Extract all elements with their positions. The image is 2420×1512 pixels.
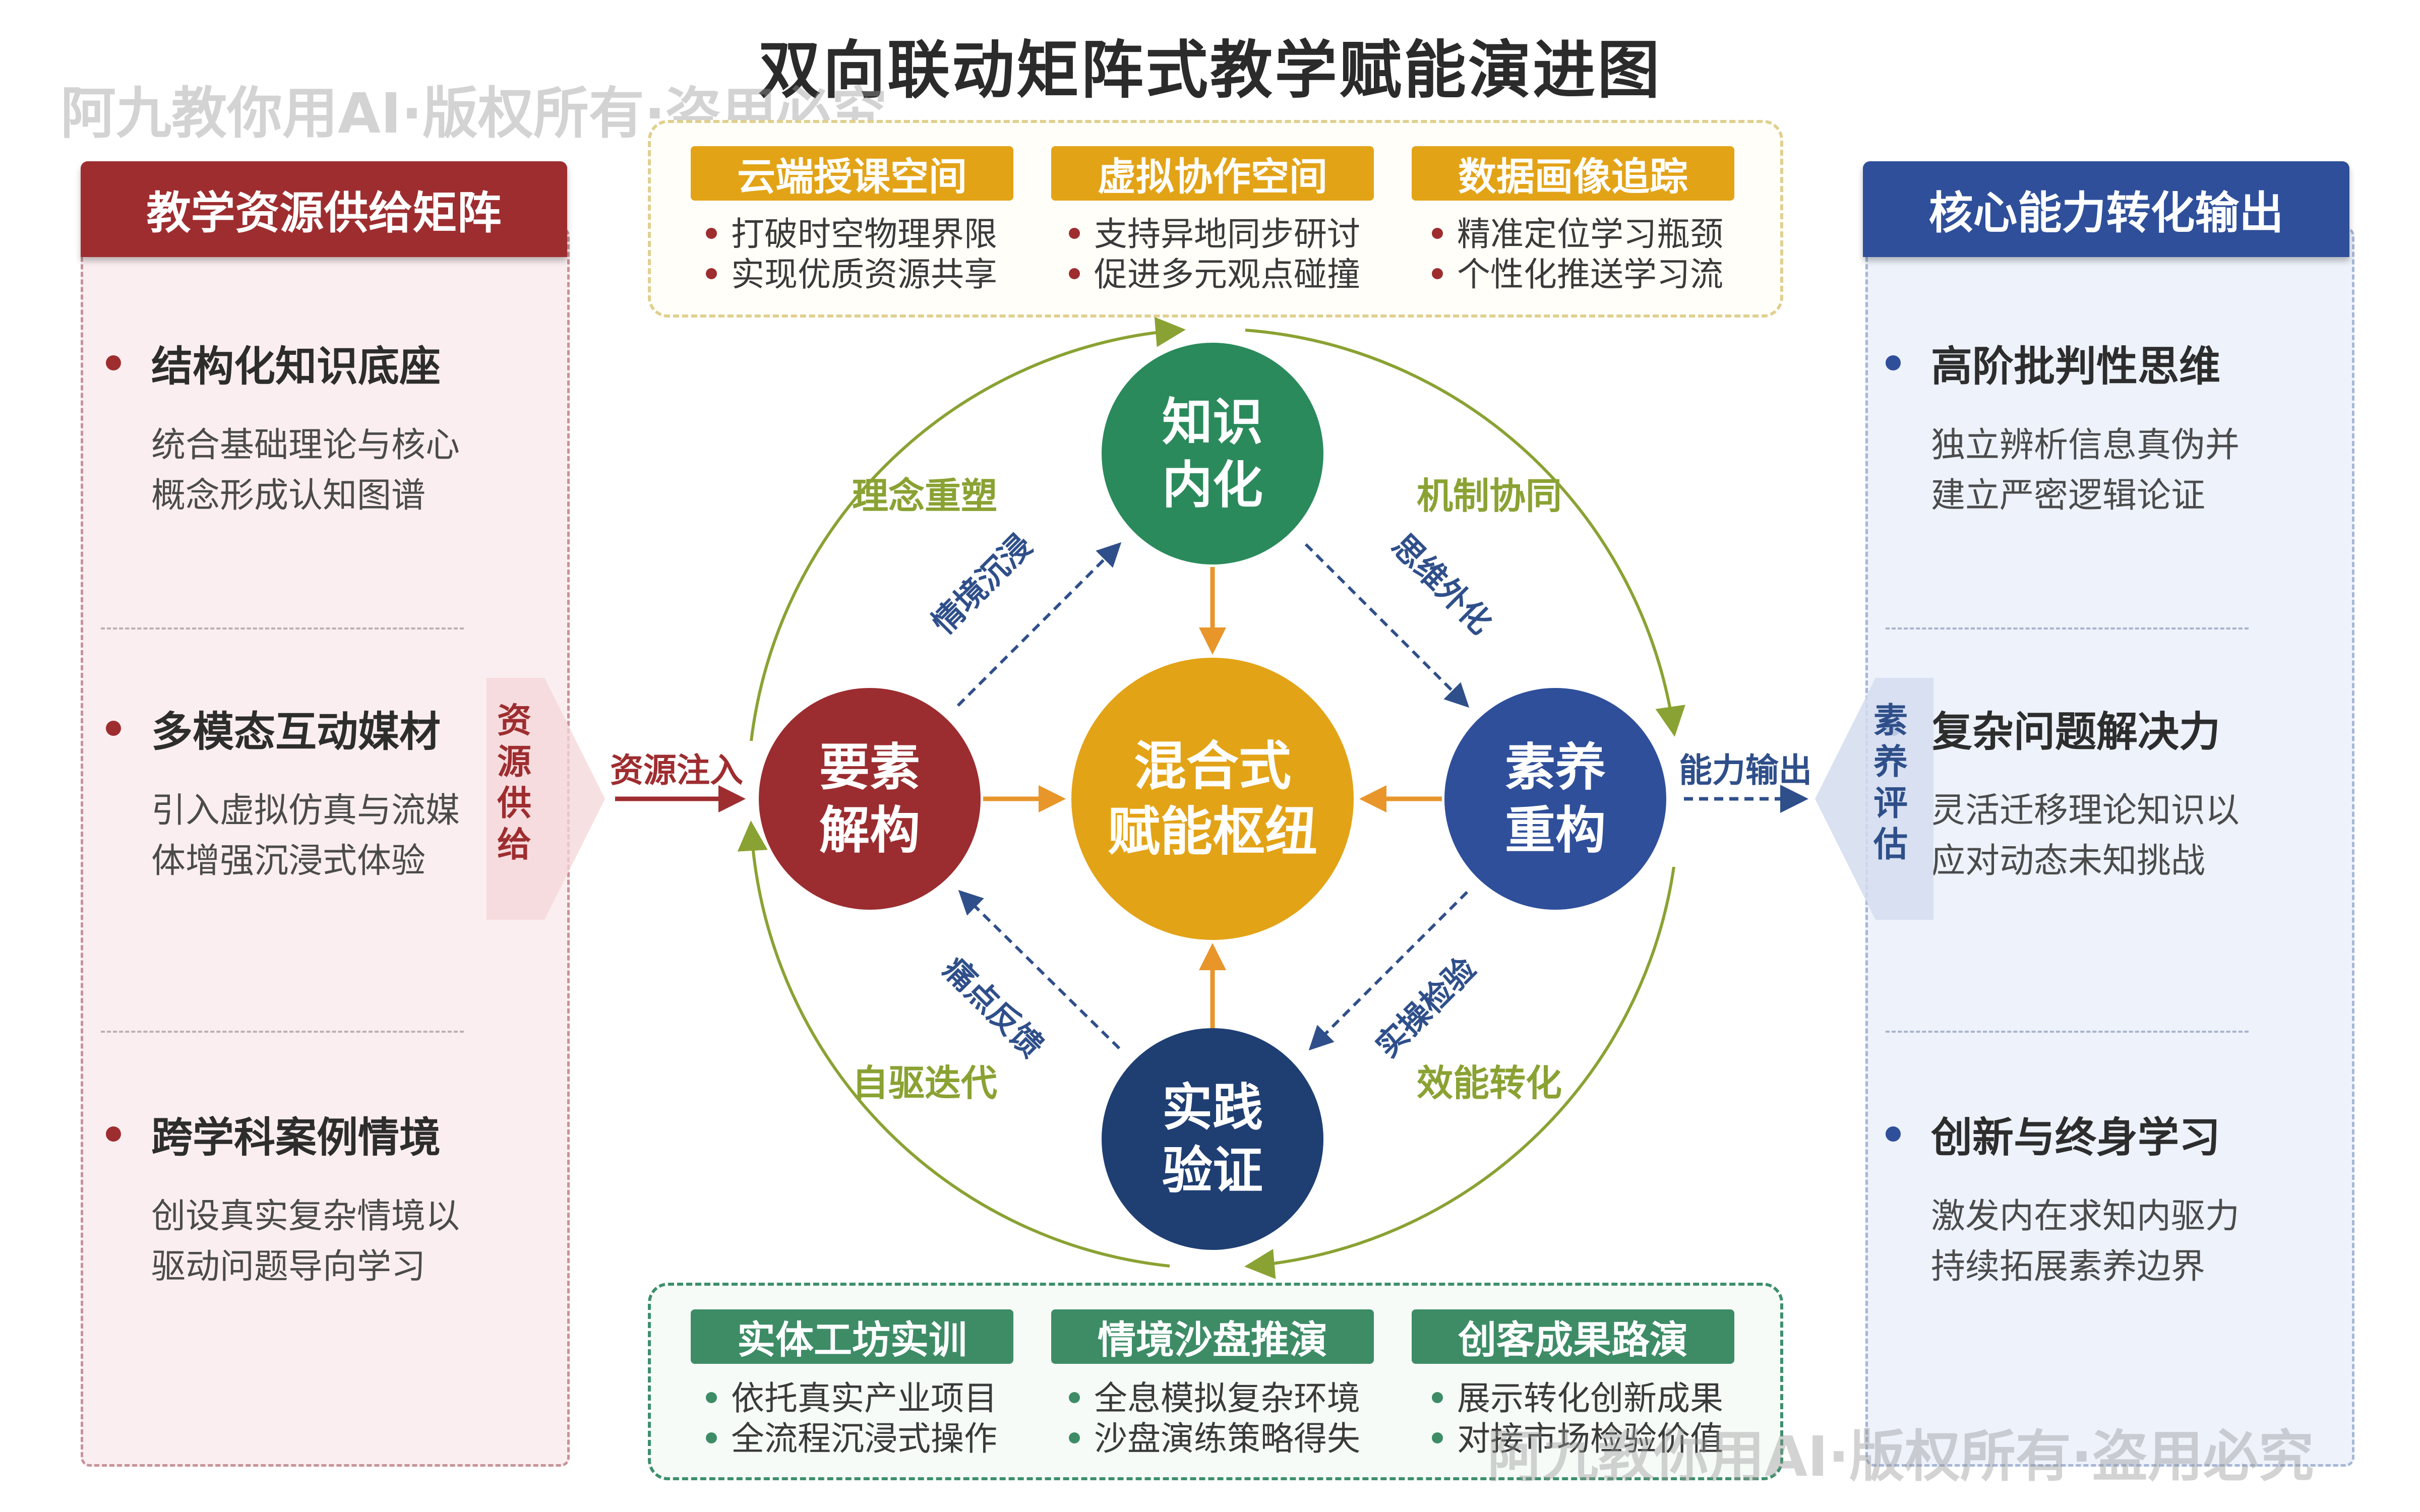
diag-top-to-right	[1304, 543, 1470, 708]
left-item-3: 跨学科案例情境 创设真实复杂情境以驱动问题导向学习	[106, 1104, 534, 1292]
right-separator-1	[1886, 627, 2249, 629]
left-item-2-title: 多模态互动媒材	[151, 708, 441, 756]
top-1-bullet-2: 实现优质资源共享	[731, 255, 997, 294]
right-item-1-line2: 建立严密逻辑论证	[1931, 476, 2206, 516]
node-element-deconstruction: 要素解构	[759, 688, 981, 910]
right-item-2: 复杂问题解决力 灵活迁移理论知识以应对动态未知挑战	[1886, 698, 2314, 887]
bullet-icon	[1069, 1392, 1080, 1403]
bullet-icon	[106, 355, 121, 370]
node-competency-reconstruction: 素养重构	[1444, 688, 1666, 910]
bullet-icon	[1432, 227, 1443, 239]
right-item-1-title: 高阶批判性思维	[1931, 343, 2221, 391]
left-item-3-title: 跨学科案例情境	[151, 1114, 441, 1162]
top-tag-1: 云端授课空间	[691, 146, 1013, 201]
bullet-icon	[1432, 1392, 1443, 1403]
bullet-icon	[706, 227, 717, 239]
top-tag-3: 数据画像追踪	[1412, 146, 1734, 201]
right-item-3-line2: 持续拓展素养边界	[1931, 1247, 2206, 1287]
left-item-3-line2: 驱动问题导向学习	[151, 1247, 426, 1287]
bottom-3-bullet-2: 对接市场检验价值	[1457, 1419, 1723, 1458]
bullet-icon	[706, 1432, 717, 1443]
bullet-icon	[1432, 268, 1443, 279]
right-item-2-title: 复杂问题解决力	[1931, 708, 2221, 756]
arc-bottom-right	[1244, 866, 1675, 1279]
left-chevron-arrow	[487, 678, 605, 920]
right-item-3-title: 创新与终身学习	[1931, 1114, 2221, 1162]
bullet-icon	[1432, 1432, 1443, 1443]
bullet-icon	[106, 1126, 121, 1142]
bottom-2-bullet-1: 全息模拟复杂环境	[1094, 1379, 1360, 1418]
bottom-tag-3: 创客成果路演	[1412, 1309, 1734, 1364]
diag-right-to-bottom	[1308, 891, 1469, 1051]
top-2-bullet-2: 促进多元观点碰撞	[1094, 255, 1360, 294]
right-item-2-line2: 应对动态未知挑战	[1931, 841, 2206, 881]
top-tag-2: 虚拟协作空间	[1051, 146, 1374, 201]
bullet-icon	[1069, 227, 1080, 239]
watermark-bottom: 阿九教你用AI·版权所有·盗用必究	[1487, 1424, 2314, 1489]
top-1-bullet-1: 打破时空物理界限	[731, 215, 997, 254]
right-item-2-line1: 灵活迁移理论知识以	[1931, 791, 2240, 831]
arc-label-bottom-right: 效能转化	[1417, 1062, 1562, 1104]
left-item-2-line2: 体增强沉浸式体验	[151, 841, 426, 881]
arc-label-top-right: 机制协同	[1417, 475, 1562, 517]
arc-bottom-left	[737, 821, 1170, 1268]
left-item-1: 结构化知识底座 统合基础理论与核心概念形成认知图谱	[106, 333, 534, 521]
left-item-1-title: 结构化知识底座	[151, 343, 441, 391]
input-label: 资源注入	[610, 751, 743, 790]
top-3-bullet-2: 个性化推送学习流	[1457, 255, 1723, 294]
right-item-3-line1: 激发内在求知内驱力	[1931, 1196, 2240, 1236]
arc-label-top-left: 理念重塑	[852, 475, 998, 517]
node-practice-verification: 实践验证	[1102, 1028, 1323, 1250]
bottom-tag-1: 实体工坊实训	[691, 1309, 1013, 1364]
bullet-icon	[1886, 1126, 1901, 1142]
left-item-2-line1: 引入虚拟仿真与流媒	[151, 791, 460, 831]
left-item-1-line2: 概念形成认知图谱	[151, 476, 426, 516]
competency-eval-tag: 素养评估	[1873, 701, 1908, 865]
left-item-2: 多模态互动媒材 引入虚拟仿真与流媒体增强沉浸式体验	[106, 698, 534, 887]
right-separator-2	[1886, 1031, 2249, 1033]
bottom-tag-2: 情境沙盘推演	[1051, 1309, 1374, 1364]
bullet-icon	[706, 268, 717, 279]
left-separator-2	[101, 1031, 464, 1033]
node-knowledge-internalization: 知识内化	[1102, 343, 1323, 564]
bullet-icon	[106, 720, 121, 736]
bottom-3-bullet-1: 展示转化创新成果	[1457, 1379, 1723, 1418]
resource-supply-tag: 资源供给	[497, 701, 531, 865]
diag-bottom-to-left	[958, 890, 1121, 1050]
bottom-1-bullet-1: 依托真实产业项目	[731, 1379, 997, 1418]
right-panel-background	[1865, 227, 2354, 1467]
top-2-bullet-1: 支持异地同步研讨	[1094, 215, 1360, 254]
left-panel-header: 教学资源供给矩阵	[81, 161, 567, 257]
right-item-3: 创新与终身学习 激发内在求知内驱力持续拓展素养边界	[1886, 1104, 2314, 1292]
bullet-icon	[1069, 268, 1080, 279]
bullet-icon	[1886, 355, 1901, 370]
left-separator-1	[101, 627, 464, 629]
bullet-icon	[706, 1392, 717, 1403]
node-blended-hub: 混合式赋能枢纽	[1071, 658, 1354, 940]
bullet-icon	[1069, 1432, 1080, 1443]
top-3-bullet-1: 精准定位学习瓶颈	[1457, 215, 1723, 254]
left-item-1-line1: 统合基础理论与核心	[151, 425, 460, 465]
bottom-2-bullet-2: 沙盘演练策略得失	[1094, 1419, 1360, 1458]
right-panel-header: 核心能力转化输出	[1863, 161, 2349, 257]
bottom-1-bullet-2: 全流程沉浸式操作	[731, 1419, 997, 1458]
arc-label-bottom-left: 自驱迭代	[852, 1062, 998, 1104]
arc-top-left	[750, 317, 1186, 741]
right-item-1: 高阶批判性思维 独立辨析信息真伪并建立严密逻辑论证	[1886, 333, 2314, 521]
output-label: 能力输出	[1679, 751, 1812, 790]
arc-top-right	[1245, 329, 1685, 737]
page-title: 双向联动矩阵式教学赋能演进图	[758, 34, 1662, 107]
right-item-1-line1: 独立辨析信息真伪并	[1931, 425, 2240, 465]
right-chevron-arrow	[1815, 678, 1933, 920]
left-item-3-line1: 创设真实复杂情境以	[151, 1196, 460, 1236]
diag-left-to-top	[956, 542, 1122, 707]
